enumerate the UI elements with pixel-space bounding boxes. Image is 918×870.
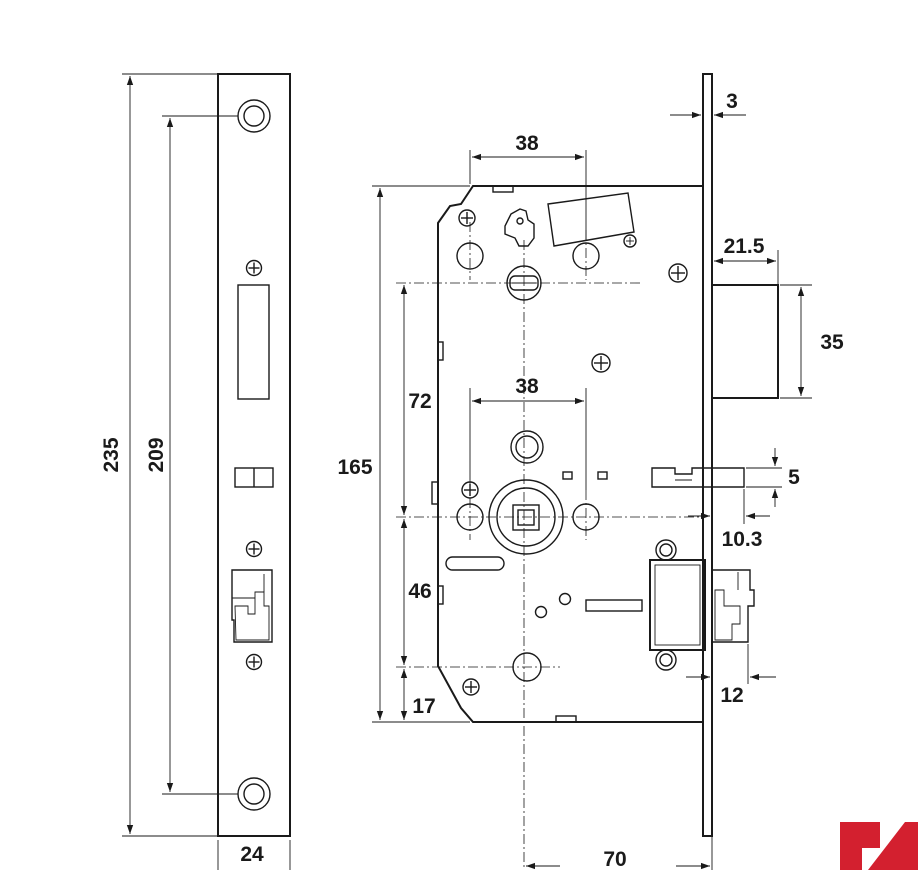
small-pin-hole bbox=[534, 605, 548, 619]
small-square-mark bbox=[562, 471, 573, 480]
small-pin-hole bbox=[558, 592, 572, 606]
cylinder-hole bbox=[512, 652, 542, 682]
dim-label-5: 5 bbox=[788, 466, 800, 489]
dim-label-209: 209 bbox=[145, 437, 168, 472]
deadbolt-slot bbox=[237, 284, 270, 400]
dimension-spindle-to-follower: 72 bbox=[400, 285, 432, 515]
bottom-fixing-hole bbox=[237, 777, 271, 811]
dim-label-72: 72 bbox=[408, 390, 431, 413]
dim-label-17: 17 bbox=[412, 695, 435, 718]
faceplate-screw-icon bbox=[245, 540, 263, 558]
dimension-fixing-hole-distance: 209 bbox=[145, 115, 238, 795]
dim-label-10-3: 10.3 bbox=[722, 528, 763, 551]
mid-left-hole bbox=[456, 503, 484, 531]
dimension-faceplate-width: 24 bbox=[217, 840, 291, 870]
dimension-deadbolt-height: 35 bbox=[780, 284, 844, 399]
dimension-top-spindle-distance: 38 bbox=[469, 132, 587, 240]
lever-rivet-icon bbox=[623, 234, 637, 248]
dim-label-35: 35 bbox=[820, 331, 844, 354]
case-screw-icon bbox=[668, 263, 688, 283]
faceplate-screw-icon bbox=[245, 653, 263, 671]
top-screw-icon bbox=[458, 209, 476, 227]
deadbolt-hub bbox=[506, 265, 542, 301]
bottom-screw-icon bbox=[462, 678, 480, 696]
dimension-backset: 70 bbox=[526, 640, 713, 870]
top-right-hole bbox=[572, 242, 600, 270]
dimension-deadbolt-projection: 21.5 bbox=[714, 235, 779, 284]
dim-label-24: 24 bbox=[240, 843, 264, 866]
dimension-body-height: 165 bbox=[337, 185, 470, 723]
auxiliary-latch bbox=[651, 467, 745, 488]
case-tab bbox=[437, 585, 444, 605]
case-tab bbox=[492, 185, 514, 193]
top-fixing-hole bbox=[237, 99, 271, 133]
dimension-faceplate-length: 235 bbox=[100, 73, 218, 837]
case-tab bbox=[555, 715, 577, 723]
dim-label-46: 46 bbox=[408, 580, 431, 603]
top-lever-block bbox=[547, 192, 635, 247]
guide-slot bbox=[445, 556, 505, 571]
dimension-faceplate-thickness: 3 bbox=[670, 90, 746, 119]
top-left-hole bbox=[456, 242, 484, 270]
faceplate-screw-icon bbox=[245, 259, 263, 277]
latch-mechanism bbox=[649, 539, 755, 671]
dim-label-38-middle: 38 bbox=[515, 375, 539, 398]
dim-label-12: 12 bbox=[720, 684, 743, 707]
brand-logo bbox=[840, 822, 918, 870]
dimension-bottom-latch-projection: 12 bbox=[686, 644, 776, 707]
dimension-cylinder-to-bottom: 17 bbox=[400, 669, 436, 720]
dim-label-3: 3 bbox=[726, 90, 738, 113]
dim-label-70: 70 bbox=[603, 848, 626, 870]
spindle-follower bbox=[488, 479, 564, 555]
faceplate-view bbox=[217, 73, 291, 837]
pawl-cam bbox=[504, 208, 535, 247]
dimension-latch-height: 5 bbox=[746, 448, 800, 507]
latch-window bbox=[231, 569, 273, 643]
dim-label-21-5: 21.5 bbox=[724, 235, 765, 258]
case-tab bbox=[437, 341, 444, 361]
lock-body-view bbox=[396, 73, 779, 870]
dim-label-165: 165 bbox=[337, 456, 372, 479]
deadbolt bbox=[711, 284, 779, 399]
dimension-latch-projection: 10.3 bbox=[688, 489, 770, 551]
mid-screw-icon bbox=[461, 481, 479, 499]
upper-follower-hole bbox=[510, 430, 544, 464]
small-square-mark bbox=[597, 471, 608, 480]
slide-bar bbox=[585, 599, 643, 612]
lock-case-outline bbox=[437, 185, 704, 723]
dimension-follower-to-cylinder: 46 bbox=[400, 519, 432, 665]
auxiliary-latch-window bbox=[234, 467, 274, 488]
dim-label-38-top: 38 bbox=[515, 132, 539, 155]
case-tab bbox=[431, 481, 439, 505]
case-screw-icon bbox=[591, 353, 611, 373]
forend-plate bbox=[702, 73, 713, 837]
mid-right-hole bbox=[572, 503, 600, 531]
faceplate-outline bbox=[217, 73, 291, 837]
dim-label-235: 235 bbox=[100, 437, 123, 472]
dimension-middle-spindle-distance: 38 bbox=[469, 375, 587, 490]
